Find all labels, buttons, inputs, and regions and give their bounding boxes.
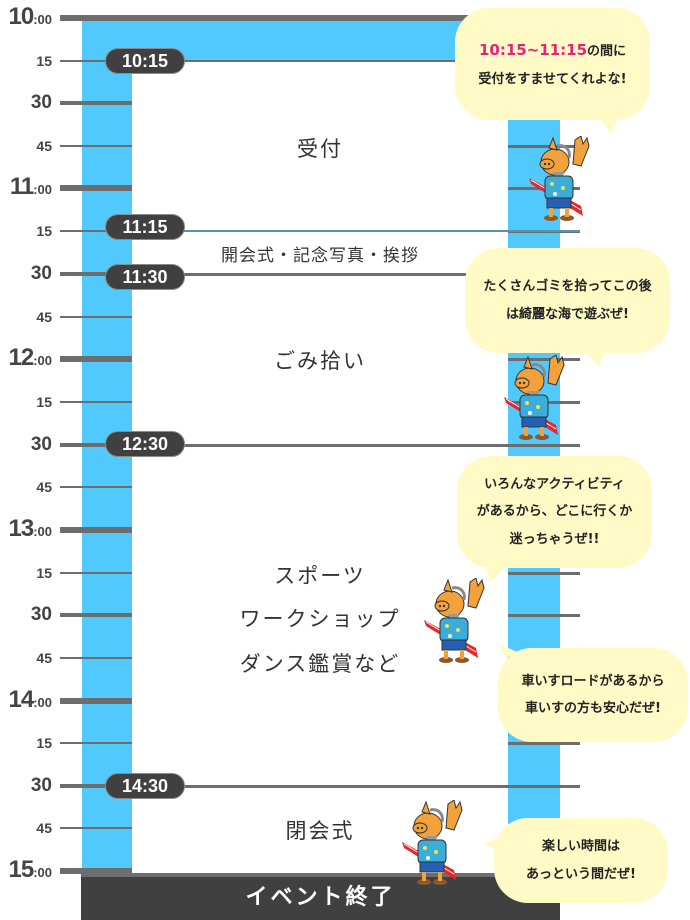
event-end-label: イベント終了 — [245, 885, 396, 910]
quarter-tick-7-line — [60, 657, 132, 659]
right-tick-line — [508, 145, 580, 148]
quarter-tick-9-line — [60, 827, 132, 829]
line-1430 — [132, 785, 580, 788]
hour-tick-11-label: 11:00 — [9, 173, 52, 200]
hour-tick-14-line — [60, 698, 132, 704]
speech-bubble-wheelchair: 車いすロードがあるから 車いすの方も安心だぜ! — [498, 638, 688, 742]
right-tick-line — [508, 572, 580, 575]
time-pill-1015: 10:15 — [105, 48, 185, 74]
line-1130 — [132, 273, 580, 276]
half-tick-3-label: 30 — [30, 604, 52, 625]
boar-mascot-icon — [529, 135, 590, 221]
hour-tick-12-label: 12:00 — [8, 344, 53, 371]
quarter-tick-4-label: 15 — [36, 394, 52, 410]
half-tick-2-line — [60, 443, 132, 447]
hour-tick-12-line — [60, 356, 132, 362]
quarter-tick-3-line — [60, 316, 132, 318]
hour-tick-15-line — [60, 868, 132, 874]
half-tick-2-label: 30 — [30, 434, 52, 455]
half-tick-0-label: 30 — [30, 92, 52, 113]
speech-bubble-closing: 楽しい時間は あっという間だぜ! — [484, 818, 668, 903]
half-tick-4-line — [60, 784, 132, 788]
right-tick-line — [508, 358, 580, 361]
quarter-tick-5-line — [60, 486, 132, 488]
hour-tick-13-line — [60, 527, 132, 533]
event-reception: 受付 — [297, 137, 343, 161]
event-end-bar: イベント終了 — [81, 873, 560, 920]
hour-tick-11-line — [60, 185, 132, 191]
event-opening: 開会式・記念写真・挨拶 — [221, 246, 419, 266]
reception-time-range: 10:15~11:15 — [478, 40, 588, 59]
event-closing: 閉会式 — [285, 819, 355, 843]
speech-bubble-cleanup: たくさんゴミを拾ってこの後 は綺麗な海で遊ぶぜ! — [465, 248, 670, 367]
quarter-tick-9-label: 45 — [36, 820, 52, 836]
quarter-tick-8-label: 15 — [36, 735, 52, 751]
event-activities-3: ダンス鑑賞など — [239, 652, 401, 676]
quarter-tick-6-line — [60, 572, 132, 574]
quarter-tick-6-label: 15 — [36, 565, 52, 581]
line-1115 — [132, 230, 580, 232]
quarter-tick-1-line — [60, 145, 132, 147]
mascot-boar-surfer-3 — [420, 577, 490, 672]
quarter-tick-2-line — [60, 230, 132, 232]
hour-tick-14-label: 14:00 — [8, 686, 53, 713]
mascot-boar-surfer-4 — [398, 799, 468, 894]
quarter-tick-2-label: 15 — [36, 223, 52, 239]
speech-bubble-activities: いろんなアクティビティ があるから、どこに行くか 迷っちゃうぜ!! — [457, 456, 652, 582]
boar-mascot-icon — [504, 354, 565, 440]
hour-tick-15-label: 15:00 — [8, 856, 53, 883]
half-tick-3-line — [60, 613, 132, 617]
quarter-tick-1-label: 45 — [36, 138, 52, 154]
time-pill-1430: 14:30 — [105, 773, 185, 799]
half-tick-4-label: 30 — [30, 775, 52, 796]
half-tick-1-line — [60, 272, 132, 276]
half-tick-1-label: 30 — [30, 263, 52, 284]
time-pill-1115: 11:15 — [105, 214, 185, 240]
right-tick-line — [508, 742, 580, 745]
hour-tick-13-label: 13:00 — [8, 515, 53, 542]
time-pill-1130: 11:30 — [105, 264, 185, 290]
quarter-tick-8-line — [60, 742, 132, 744]
hour-tick-10-label: 10:00 — [8, 3, 53, 30]
line-1015 — [132, 60, 560, 62]
event-activities-2: ワークショップ — [239, 607, 401, 631]
event-activities-1: スポーツ — [274, 564, 366, 588]
event-cleanup: ごみ拾い — [274, 349, 366, 373]
quarter-tick-0-label: 15 — [36, 53, 52, 69]
quarter-tick-7-label: 45 — [36, 650, 52, 666]
boar-mascot-icon — [424, 577, 485, 663]
line-1000 — [60, 15, 560, 21]
quarter-tick-3-label: 45 — [36, 309, 52, 325]
boar-mascot-icon — [402, 799, 463, 885]
line-1230 — [132, 444, 580, 447]
half-tick-0-line — [60, 101, 132, 105]
quarter-tick-0-line — [60, 60, 132, 62]
right-tick-line — [508, 614, 580, 617]
mascot-boar-surfer-1 — [525, 135, 595, 230]
quarter-tick-4-line — [60, 401, 132, 403]
speech-bubble-reception: 10:15~11:15の間に 受付をすませてくれよな! — [455, 8, 650, 134]
time-pill-1230: 12:30 — [105, 431, 185, 457]
mascot-boar-surfer-2 — [500, 354, 570, 449]
quarter-tick-5-label: 45 — [36, 479, 52, 495]
